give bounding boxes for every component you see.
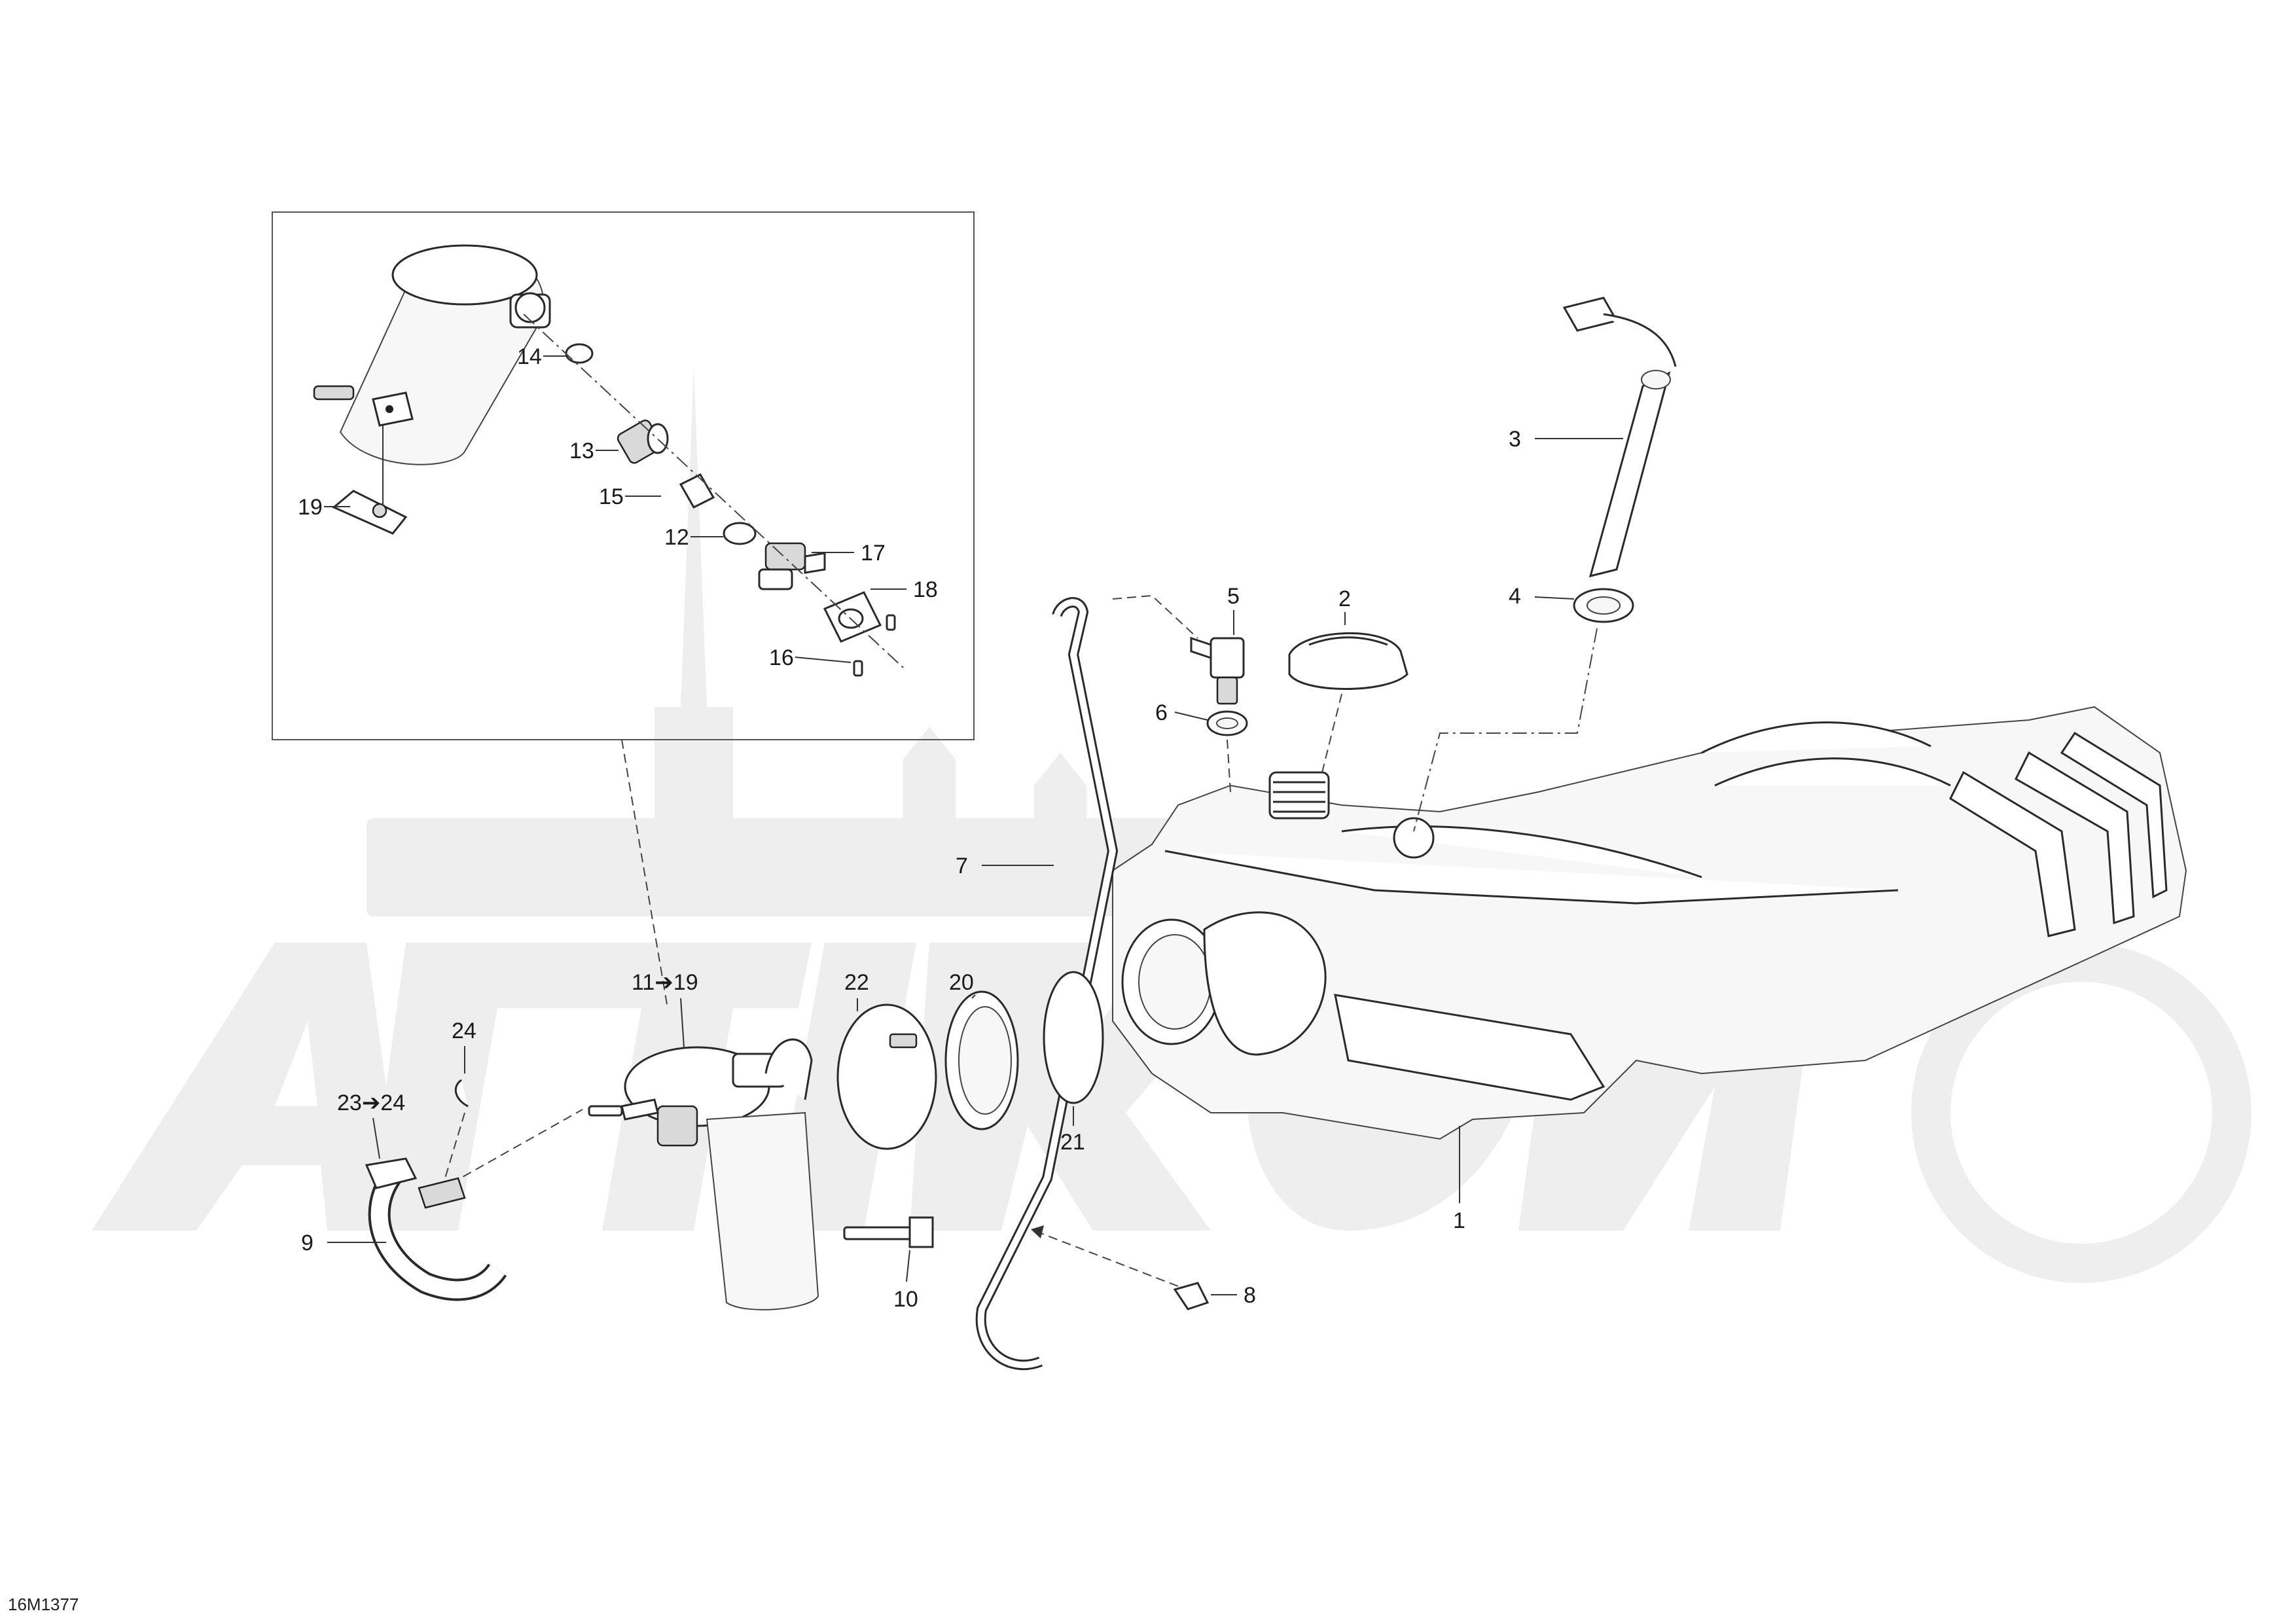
callout-14: 14	[517, 344, 566, 369]
fuel-cap	[1288, 632, 1408, 690]
svg-text:23➔24: 23➔24	[337, 1091, 405, 1115]
callout-20: 20	[949, 970, 976, 999]
drawing-ref: 16M1377	[8, 1595, 79, 1614]
svg-text:21: 21	[1060, 1130, 1085, 1155]
svg-text:17: 17	[861, 541, 886, 566]
screw-16	[853, 614, 896, 677]
callout-13: 13	[569, 439, 619, 463]
gasket-15	[679, 473, 715, 509]
svg-text:16: 16	[769, 645, 794, 670]
clip-19	[332, 490, 408, 535]
vent-hose	[975, 597, 1119, 1371]
plate-18	[823, 591, 882, 643]
svg-text:13: 13	[569, 439, 594, 463]
callout-17: 17	[812, 541, 886, 566]
callout-24: 24	[452, 1019, 476, 1074]
svg-text:24: 24	[452, 1019, 476, 1043]
vent-valve	[1190, 636, 1245, 705]
svg-text:12: 12	[664, 525, 689, 550]
callout-15: 15	[599, 484, 661, 509]
svg-text:9: 9	[301, 1231, 314, 1255]
callout-7: 7	[956, 854, 1054, 878]
grommet-6	[1206, 710, 1248, 736]
bolt-10	[843, 1216, 934, 1248]
o-ring-21	[1043, 971, 1104, 1104]
clamp-22	[836, 1003, 937, 1150]
callout-8: 8	[1211, 1283, 1256, 1308]
fuel-pump-icon	[588, 1038, 819, 1310]
svg-text:19: 19	[298, 495, 323, 520]
svg-text:4: 4	[1509, 584, 1521, 609]
callout-21: 21	[1060, 1106, 1085, 1155]
svg-text:14: 14	[517, 344, 542, 369]
callout-11: 11➔19	[632, 970, 698, 1048]
level-gauge	[1562, 297, 1677, 578]
callout-19: 19	[298, 495, 350, 520]
callout-2: 2	[1338, 586, 1351, 625]
clip-24	[454, 1079, 469, 1108]
svg-text:8: 8	[1244, 1283, 1256, 1308]
callout-16: 16	[769, 645, 852, 670]
callout-22: 22	[844, 970, 869, 1011]
svg-text:2: 2	[1338, 586, 1351, 611]
pump-head-detail	[313, 244, 551, 465]
filter-13	[617, 420, 669, 464]
inset-frame	[272, 211, 975, 740]
callout-9: 9	[301, 1231, 386, 1255]
svg-text:15: 15	[599, 484, 624, 509]
grommet-4	[1573, 588, 1634, 623]
svg-text:10: 10	[893, 1287, 918, 1312]
o-ring-12	[723, 522, 757, 545]
callout-23: 23➔24	[337, 1091, 405, 1159]
fuel-tank-icon	[1112, 706, 2187, 1140]
lock-ring-20	[944, 990, 1019, 1130]
callout-10: 10	[893, 1250, 918, 1312]
svg-text:5: 5	[1227, 584, 1240, 609]
callout-4: 4	[1509, 584, 1575, 609]
callout-12: 12	[664, 525, 723, 550]
svg-text:1: 1	[1453, 1208, 1465, 1233]
callout-18: 18	[870, 577, 938, 602]
svg-text:7: 7	[956, 854, 968, 878]
callout-6: 6	[1155, 700, 1208, 725]
fuel-hose	[365, 1157, 507, 1301]
svg-text:6: 6	[1155, 700, 1168, 725]
callout-3: 3	[1509, 427, 1623, 452]
clip-8	[1173, 1282, 1210, 1310]
svg-text:22: 22	[844, 970, 869, 995]
valve-17	[758, 542, 826, 590]
o-ring-14	[565, 343, 594, 364]
callout-1: 1	[1453, 1126, 1465, 1233]
svg-text:20: 20	[949, 970, 974, 995]
svg-text:18: 18	[913, 577, 938, 602]
svg-text:3: 3	[1509, 427, 1521, 452]
svg-text:11➔19: 11➔19	[632, 970, 698, 995]
callout-5: 5	[1227, 584, 1240, 635]
logo-watermark-icon	[92, 367, 2251, 1283]
